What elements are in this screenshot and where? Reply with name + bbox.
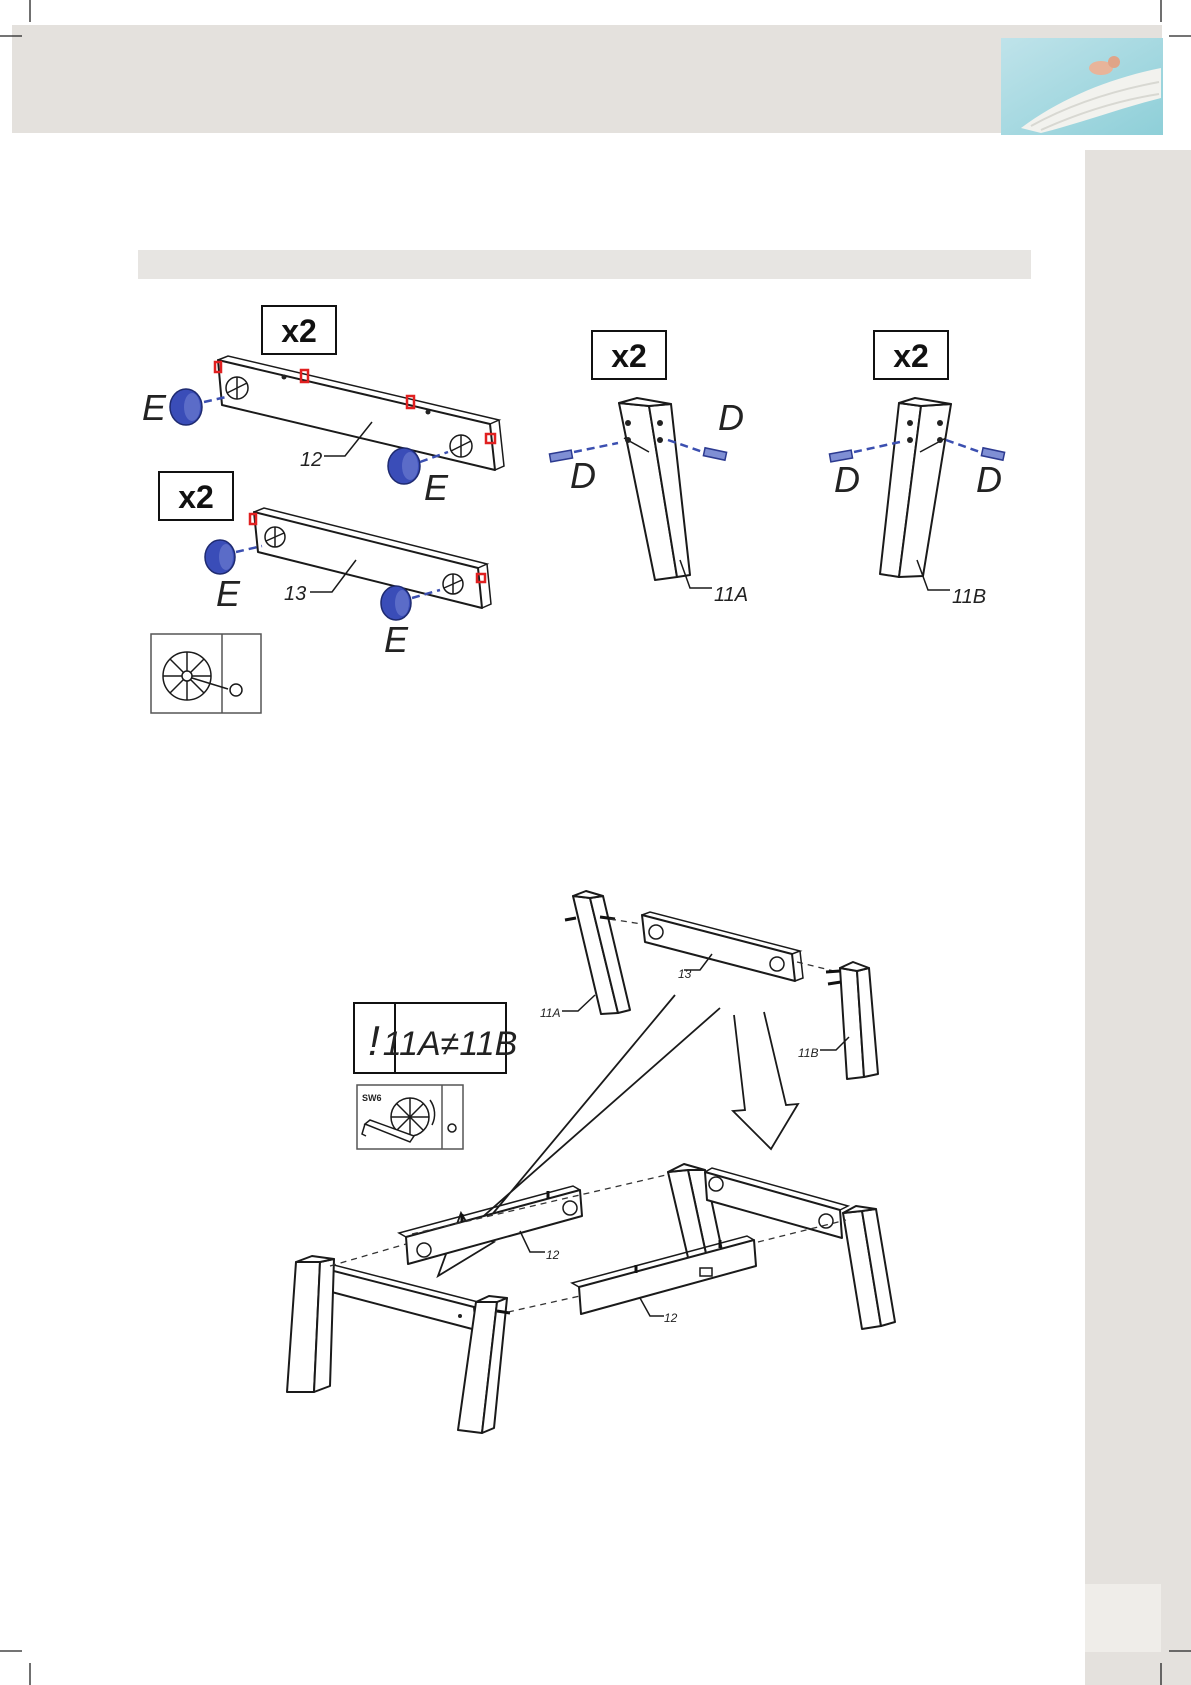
- exploded-leg-11a: 11A: [540, 891, 630, 1020]
- cam-fitting-e: E: [205, 540, 262, 614]
- svg-text:E: E: [384, 619, 409, 660]
- svg-text:12: 12: [546, 1248, 560, 1262]
- svg-text:D: D: [834, 459, 860, 500]
- svg-text:x2: x2: [281, 313, 317, 349]
- qty-box-leg-11a: x2: [592, 331, 666, 379]
- allen-key-inset: SW6: [357, 1085, 463, 1149]
- assembly-frame: 12 12: [287, 1164, 895, 1433]
- svg-text:E: E: [424, 467, 449, 508]
- svg-text:11A: 11A: [714, 584, 748, 606]
- svg-text:12: 12: [300, 449, 322, 471]
- qty-box-leg-11b: x2: [874, 331, 948, 379]
- svg-text:x2: x2: [178, 479, 214, 515]
- svg-text:11B: 11B: [798, 1046, 818, 1060]
- dowel-fitting-d: D: [668, 397, 744, 460]
- svg-text:SW6: SW6: [362, 1093, 382, 1103]
- svg-text:x2: x2: [893, 338, 929, 374]
- svg-text:E: E: [142, 387, 167, 428]
- qty-box-rail-13: x2: [159, 472, 233, 520]
- svg-text:11A: 11A: [540, 1006, 560, 1020]
- svg-text:D: D: [976, 459, 1002, 500]
- svg-text:E: E: [216, 573, 241, 614]
- dowel-fitting-d: D: [946, 440, 1005, 500]
- leg-11b-part: 11B: [880, 398, 986, 608]
- cam-fitting-e: E: [381, 586, 440, 660]
- rail-13-part: 13: [250, 508, 491, 608]
- qty-box-rail-12: x2: [262, 306, 336, 354]
- svg-text:11A≠11B: 11A≠11B: [383, 1025, 518, 1063]
- svg-text:11B: 11B: [952, 586, 986, 608]
- exploded-rail-13: 13: [642, 912, 803, 981]
- svg-text:13: 13: [284, 583, 306, 605]
- svg-text:D: D: [570, 455, 596, 496]
- svg-text:13: 13: [678, 967, 692, 981]
- downward-arrow: [733, 1012, 798, 1149]
- cam-fitting-e: E: [142, 387, 226, 428]
- dowel-fitting-d: D: [549, 443, 618, 496]
- svg-text:x2: x2: [611, 338, 647, 374]
- rail-12-part: 12: [215, 356, 504, 471]
- svg-text:12: 12: [664, 1311, 678, 1325]
- cam-lock-detail-inset: [151, 634, 261, 713]
- warning-box: ! 11A≠11B: [354, 1003, 517, 1073]
- svg-text:D: D: [718, 397, 744, 438]
- svg-text:!: !: [368, 1017, 380, 1064]
- exploded-leg-11b: 11B: [798, 962, 878, 1079]
